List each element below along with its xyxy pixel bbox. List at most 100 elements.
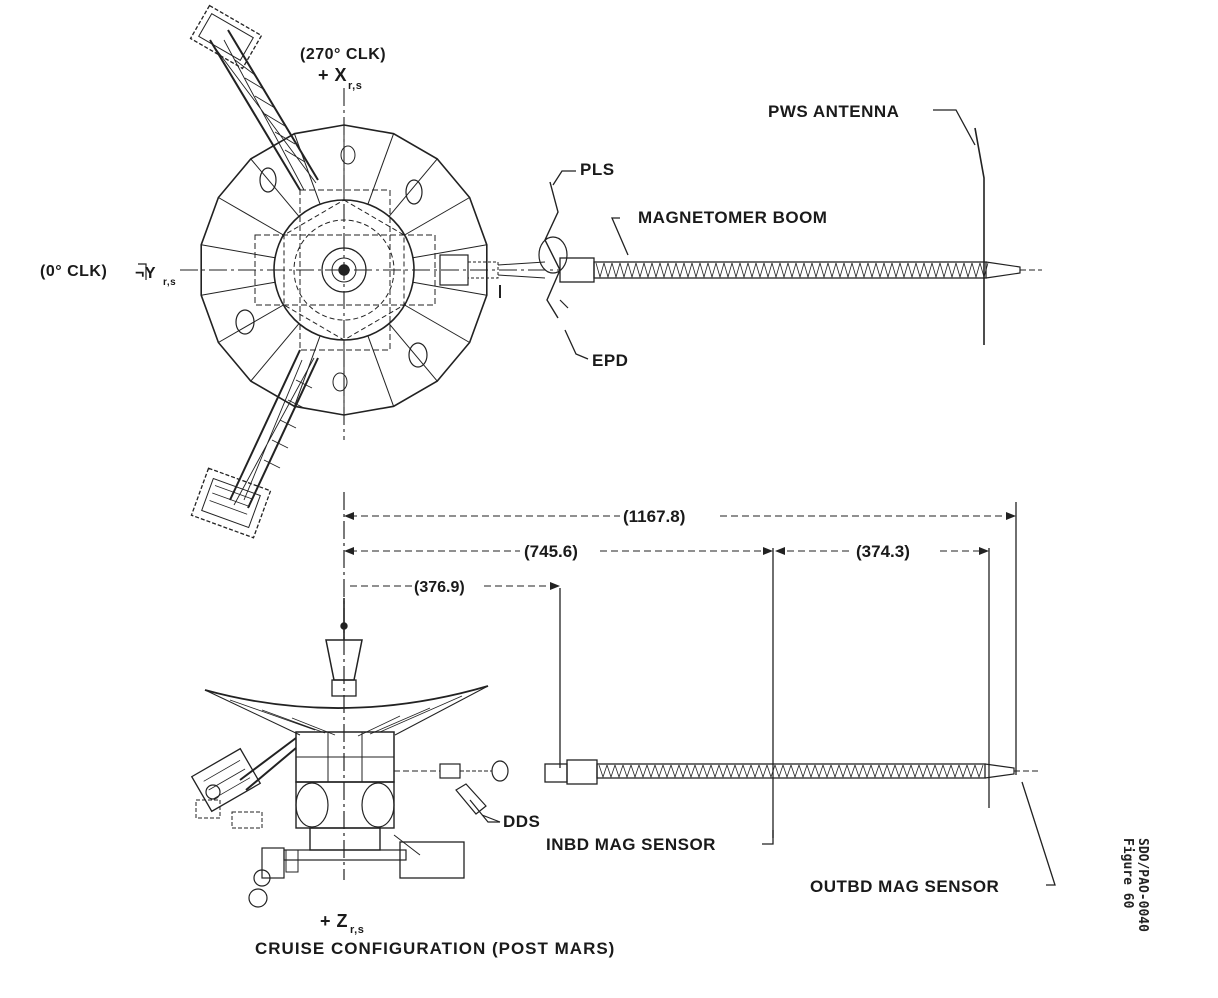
label-inbd-mag-sensor: INBD MAG SENSOR: [546, 835, 716, 854]
dim-outboard-segment: (374.3): [856, 542, 910, 561]
boom-truss-segment: [774, 764, 784, 779]
boom-truss-segment: [691, 262, 701, 279]
label-pls: PLS: [580, 160, 615, 179]
boom-truss-segment: [923, 262, 933, 279]
boom-truss-segment: [958, 764, 968, 779]
hga-rib: [367, 133, 395, 205]
hga-rib: [293, 133, 321, 205]
boom-truss-segment: [806, 764, 816, 779]
boom-truss-segment: [723, 262, 733, 279]
boom-truss-segment: [819, 262, 829, 279]
boom-truss-segment: [670, 764, 680, 779]
boom-truss-segment: [902, 764, 912, 779]
boom-truss-segment: [803, 262, 813, 279]
axis-y-clock: (0° CLK): [40, 263, 107, 280]
axis-x-label: + X: [318, 65, 347, 85]
boom-truss-segment: [654, 764, 664, 779]
axis-z-sub: r,s: [350, 924, 364, 936]
boom-hinge-assembly: [439, 254, 546, 298]
boom-truss-segment: [659, 262, 669, 279]
boom-truss-segment: [747, 262, 757, 279]
hga-rib: [388, 158, 438, 217]
boom-truss-segment: [726, 764, 736, 779]
boom-truss-segment: [931, 262, 941, 279]
boom-truss-segment: [787, 262, 797, 279]
boom-truss-segment: [963, 262, 973, 279]
boom-truss-segment: [971, 262, 981, 279]
boom-truss-segment: [947, 262, 957, 279]
boom-truss-segment: [878, 764, 888, 779]
boom-truss-segment: [827, 262, 837, 279]
boom-truss-segment: [867, 262, 877, 279]
boom-truss-segment: [782, 764, 792, 779]
axis-z-label: + Z: [320, 911, 348, 931]
boom-truss-segment: [731, 262, 741, 279]
top-view: [138, 4, 1042, 539]
boom-truss-segment: [651, 262, 661, 279]
hga-rib: [404, 304, 470, 343]
boom-truss-segment: [899, 262, 909, 279]
boom-truss-segment: [678, 764, 688, 779]
high-gain-antenna: [200, 124, 488, 416]
magnetometer-boom-top: [593, 261, 1042, 279]
boom-truss-segment: [875, 262, 885, 279]
leader-pws: [933, 109, 976, 146]
boom-truss-segment: [742, 764, 752, 779]
boom-truss-segment: [598, 764, 608, 779]
boom-truss-segment: [918, 764, 928, 779]
boom-truss-segment: [614, 764, 624, 779]
leader-dds: [469, 799, 500, 823]
axis-x-clock: (270° CLK): [300, 46, 386, 63]
label-magnetometer-boom: MAGNETOMER BOOM: [638, 208, 827, 227]
boom-truss-segment: [643, 262, 653, 279]
boom-truss-segment: [955, 262, 965, 279]
boom-truss-segment: [755, 262, 765, 279]
boom-truss-segment: [606, 764, 616, 779]
leader-y-axis: [138, 263, 147, 280]
boom-truss-segment: [779, 262, 789, 279]
boom-truss-segment: [630, 764, 640, 779]
dim-inboard: (745.6): [524, 542, 578, 561]
leader-boom: [611, 217, 629, 256]
dim-total: (1167.8): [623, 507, 685, 526]
hga-rib: [404, 197, 470, 236]
boom-truss-segment: [798, 764, 808, 779]
boom-truss-segment: [974, 764, 984, 779]
boom-truss-segment: [846, 764, 856, 779]
leader-outbd: [1021, 781, 1056, 886]
leader-epd: [564, 329, 589, 360]
axis-y-label: ¬Y: [135, 265, 156, 282]
boom-truss-segment: [883, 262, 893, 279]
hga-rib: [218, 197, 284, 236]
boom-truss-segment: [939, 262, 949, 279]
pls-epd-assembly: [538, 181, 595, 319]
boom-truss-segment: [707, 262, 717, 279]
boom-truss-segment: [718, 764, 728, 779]
leader-inbd: [762, 830, 774, 845]
boom-truss-segment: [686, 764, 696, 779]
boom-truss-segment: [894, 764, 904, 779]
boom-truss-segment: [886, 764, 896, 779]
boom-truss-segment: [638, 764, 648, 779]
boom-truss-segment: [838, 764, 848, 779]
boom-truss-segment: [667, 262, 677, 279]
boom-truss-segment: [814, 764, 824, 779]
hga-rib: [412, 244, 487, 259]
boom-truss-segment: [822, 764, 832, 779]
boom-truss-segment: [715, 262, 725, 279]
boom-truss-segment: [915, 262, 925, 279]
document-id: SDO/PAO-0040 Figure 60: [1120, 838, 1150, 998]
label-pws-antenna: PWS ANTENNA: [768, 102, 899, 121]
hga-rib: [367, 335, 395, 407]
leader-pls: [552, 170, 576, 186]
label-epd: EPD: [592, 351, 628, 370]
caption: CRUISE CONFIGURATION (POST MARS): [255, 939, 615, 958]
boom-truss-segment: [622, 764, 632, 779]
boom-truss-segment: [619, 262, 629, 279]
boom-truss-segment: [646, 764, 656, 779]
boom-truss-segment: [763, 262, 773, 279]
boom-truss-segment: [603, 262, 613, 279]
boom-truss-segment: [758, 764, 768, 779]
